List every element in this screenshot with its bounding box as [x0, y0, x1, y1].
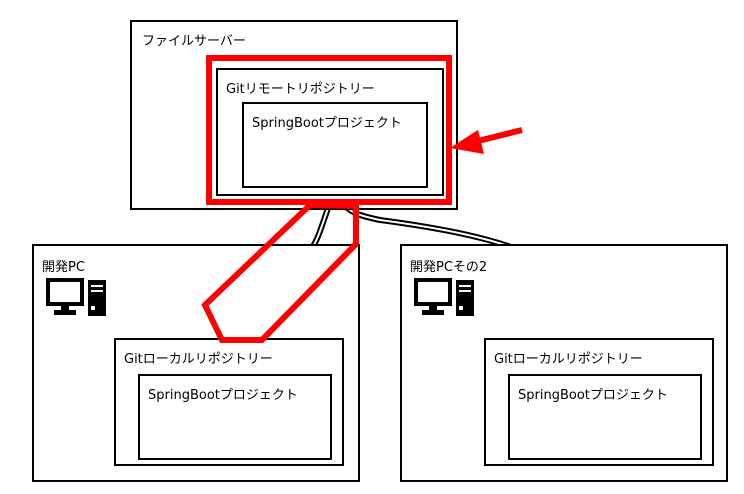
remote-repo-label: Gitリモートリポジトリー — [226, 82, 375, 97]
remote-project-box — [242, 102, 428, 188]
arrow-head-icon — [450, 130, 484, 154]
dev-pc-1-label: 開発PC — [42, 260, 85, 275]
dev-pc-2-label: 開発PCその2 — [410, 260, 488, 275]
connection-highlight — [201, 201, 359, 343]
dev-pc-2-local-repo-label: Gitローカルリポジトリー — [494, 352, 643, 367]
dev-pc-1-project-label: SpringBootプロジェクト — [148, 388, 298, 403]
computer-icon — [46, 278, 106, 316]
remote-project-label: SpringBootプロジェクト — [252, 116, 402, 131]
dev-pc-1-local-repo-label: Gitローカルリポジトリー — [124, 352, 273, 367]
dev-pc-2-project-label: SpringBootプロジェクト — [518, 388, 668, 403]
computer-icon — [414, 278, 474, 316]
dev-pc-2-project-box — [508, 374, 702, 460]
remote-repo-highlight — [206, 55, 452, 205]
dev-pc-1-project-box — [138, 374, 332, 460]
file-server-label: ファイルサーバー — [142, 34, 246, 49]
